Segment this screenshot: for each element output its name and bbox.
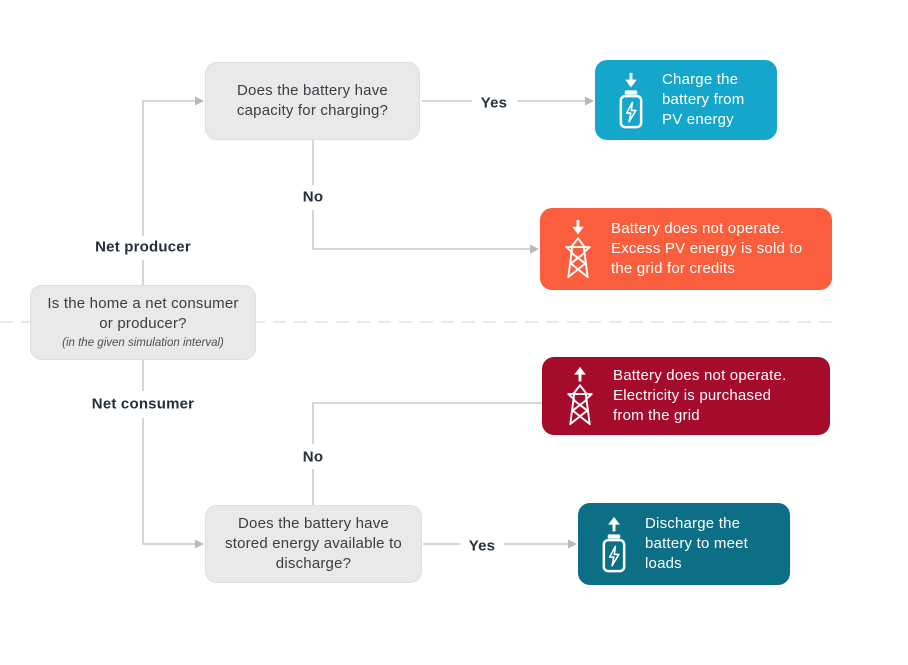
branch-label-net-consumer: Net consumer — [91, 395, 195, 413]
producer-no-label: No — [302, 188, 324, 206]
outcome-discharge-battery-text: Discharge the battery to meet loads — [645, 515, 749, 572]
outcome-charge-battery-box: Charge the battery from PV energy — [595, 60, 777, 140]
battery-arrow-up-icon — [596, 514, 632, 574]
producer-question-text: Does the battery have capacity for charg… — [236, 81, 389, 119]
grid-tower-arrow-down-icon — [558, 217, 598, 281]
outcome-purchase-from-grid-box: Battery does not operate. Electricity is… — [542, 357, 830, 435]
arrowhead — [195, 96, 204, 106]
arrowhead — [585, 96, 594, 106]
outcome-sell-to-grid-text: Battery does not operate. Excess PV ener… — [611, 220, 803, 277]
outcome-purchase-from-grid-text: Battery does not operate. Electricity is… — [613, 367, 787, 424]
battery-arrow-down-icon — [613, 70, 649, 130]
grid-tower-arrow-up-icon — [560, 364, 600, 428]
root-question-text: Is the home a net consumer or producer? — [47, 294, 239, 332]
producer-yes-label: Yes — [480, 94, 508, 112]
producer-question-box: Does the battery have capacity for charg… — [205, 62, 420, 140]
consumer-yes-label: Yes — [468, 537, 496, 555]
outcome-charge-battery-text: Charge the battery from PV energy — [662, 71, 745, 128]
root-question-note: (in the given simulation interval) — [62, 337, 224, 349]
consumer-no-label: No — [302, 448, 324, 466]
outcome-sell-to-grid-box: Battery does not operate. Excess PV ener… — [540, 208, 832, 290]
branch-label-net-producer: Net producer — [95, 238, 191, 256]
arrowhead — [568, 539, 577, 549]
arrowhead — [530, 244, 539, 254]
arrowhead — [195, 539, 204, 549]
consumer-question-box: Does the battery have stored energy avai… — [205, 505, 422, 583]
root-question-box: Is the home a net consumer or producer? … — [30, 285, 256, 360]
outcome-discharge-battery-box: Discharge the battery to meet loads — [578, 503, 790, 585]
consumer-question-text: Does the battery have stored energy avai… — [225, 514, 402, 573]
